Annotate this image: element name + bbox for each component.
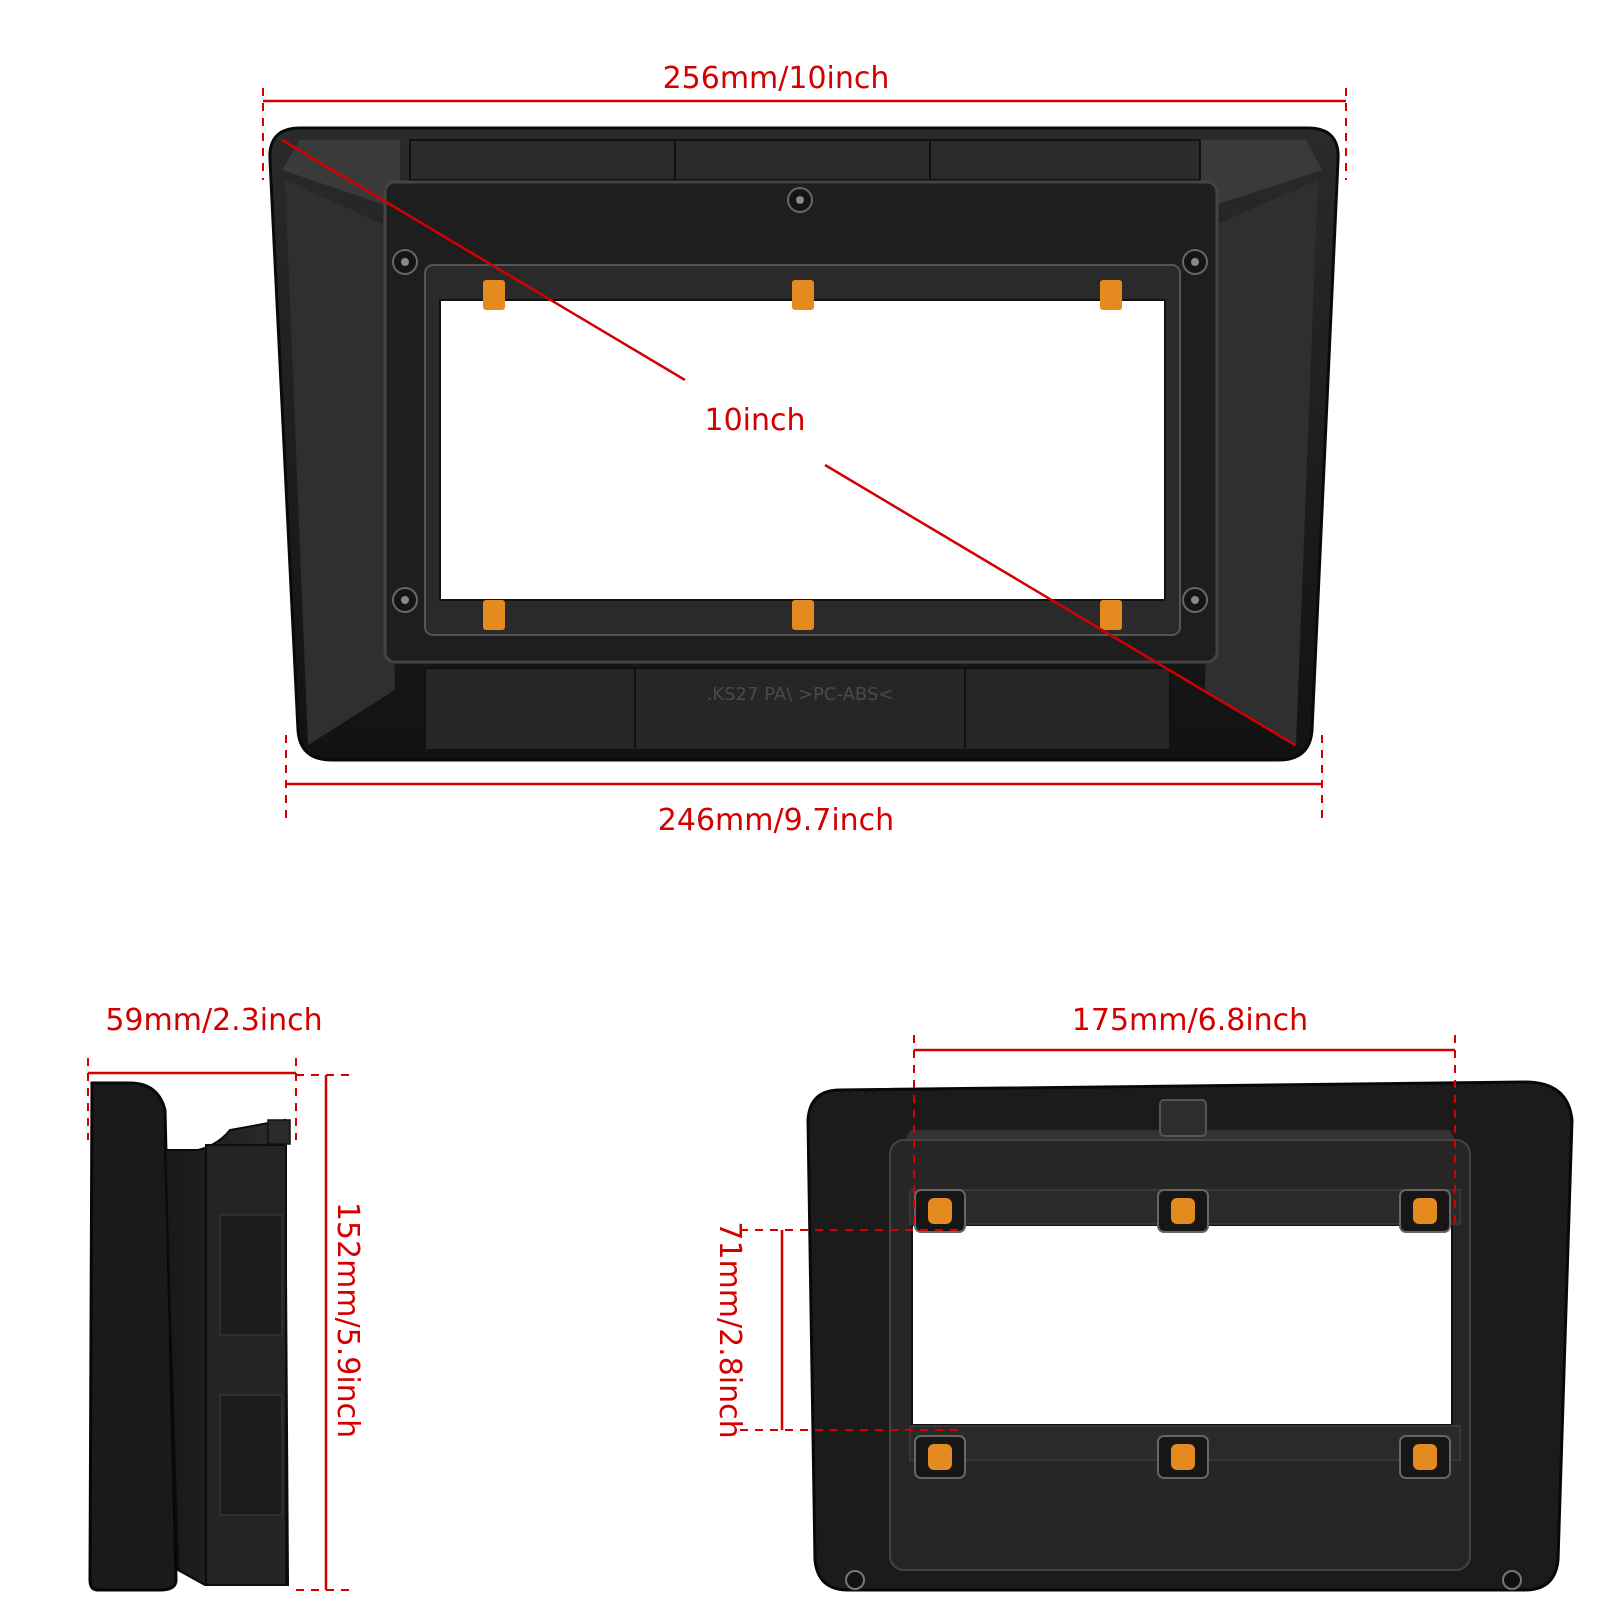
orange-clip-icon: [483, 280, 505, 310]
orange-clip-icon: [1157, 1435, 1209, 1479]
bottom-width-label: 246mm/9.7inch: [658, 803, 894, 838]
screw-hole-icon: [787, 187, 813, 213]
orange-clip-icon: [792, 280, 814, 310]
orange-clip-icon: [914, 1435, 966, 1479]
screw-hole-icon: [1182, 587, 1208, 613]
screw-hole-icon: [392, 587, 418, 613]
screw-hole-icon: [1182, 249, 1208, 275]
bottom-width-dimension: 246mm/9.7inch: [285, 735, 1323, 838]
orange-clip-icon: [792, 600, 814, 630]
orange-clip-icon: [1399, 1189, 1451, 1233]
orange-clip-icon: [1157, 1189, 1209, 1233]
depth-label: 59mm/2.3inch: [105, 1003, 322, 1038]
inner-height-dimension: 71mm/2.8inch: [712, 1221, 962, 1439]
inner-width-dimension: 175mm/6.8inch: [913, 1003, 1456, 1230]
frame-marking-text: .KS27 PA\ >PC-ABS<: [707, 684, 894, 705]
mounting-tab-icon: [845, 1570, 865, 1590]
inner-height-label: 71mm/2.8inch: [712, 1221, 747, 1438]
top-width-dimension: 256mm/10inch: [262, 61, 1347, 180]
mounting-tab-icon: [1502, 1570, 1522, 1590]
orange-clip-icon: [1100, 600, 1122, 630]
front-view-frame: .KS27 PA\ >PC-ABS<: [268, 126, 1340, 762]
back-view-frame: [806, 1080, 1574, 1592]
inner-width-label: 175mm/6.8inch: [1072, 1003, 1308, 1038]
orange-clip-icon: [1399, 1435, 1451, 1479]
screw-hole-icon: [392, 249, 418, 275]
orange-clip-icon: [914, 1189, 966, 1233]
top-width-label: 256mm/10inch: [663, 61, 890, 96]
height-dimension: 152mm/5.9inch: [296, 1074, 365, 1591]
side-view-frame: [88, 1081, 291, 1592]
diagonal-label: 10inch: [704, 403, 805, 438]
diagonal-dimension: 10inch: [281, 138, 1296, 747]
depth-dimension: 59mm/2.3inch: [87, 1003, 323, 1140]
height-label: 152mm/5.9inch: [330, 1202, 365, 1438]
orange-clip-icon: [483, 600, 505, 630]
orange-clip-icon: [1100, 280, 1122, 310]
